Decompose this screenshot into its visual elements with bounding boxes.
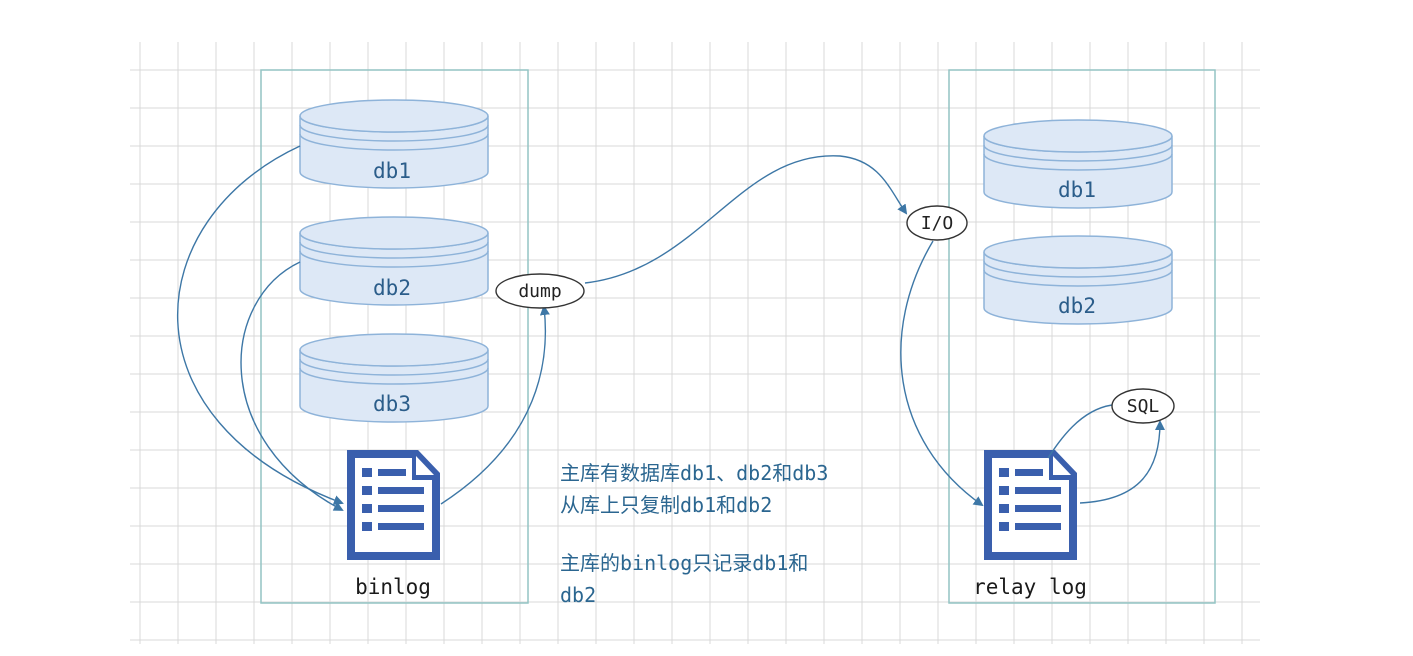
master-db3-cylinder: db3: [299, 333, 489, 423]
arrow-db2-to-binlog: [240, 261, 344, 511]
arrow-binlog-to-dump: [440, 305, 550, 505]
note-line-3: 主库的binlog只记录db1和: [560, 551, 808, 575]
arrow-relay-to-sql: [1079, 420, 1165, 504]
master-panel: [260, 69, 529, 604]
io-thread-node: I/O: [906, 205, 968, 241]
master-db3-label: db3: [373, 392, 411, 416]
slave-db1-label: db1: [1058, 178, 1096, 202]
binlog-document-icon: [347, 450, 440, 560]
master-db1-cylinder: db1: [299, 99, 489, 189]
arrow-io-to-relay-log: [900, 240, 984, 507]
slave-panel: [948, 69, 1216, 604]
line-relay-to-sql: [1047, 404, 1113, 459]
binlog-label: binlog: [355, 575, 431, 599]
note-line-4: db2: [560, 583, 596, 607]
slave-db1-cylinder: db1: [983, 119, 1173, 209]
note-line-1: 主库有数据库db1、db2和db3: [560, 461, 828, 485]
sql-label: SQL: [1127, 396, 1160, 417]
arrow-db1-to-binlog: [176, 145, 344, 505]
relay-log-label: relay log: [973, 575, 1087, 599]
dump-thread-node: dump: [495, 273, 585, 309]
master-db1-label: db1: [373, 159, 411, 183]
relay-log-document-icon: [984, 450, 1077, 560]
sql-thread-node: SQL: [1111, 388, 1175, 424]
master-db2-label: db2: [373, 276, 411, 300]
arrow-dump-to-io: [584, 155, 908, 284]
dump-label: dump: [518, 281, 561, 302]
io-label: I/O: [921, 213, 954, 234]
slave-db2-cylinder: db2: [983, 235, 1173, 325]
note-line-2: 从库上只复制db1和db2: [560, 493, 772, 517]
slave-db2-label: db2: [1058, 294, 1096, 318]
master-db2-cylinder: db2: [299, 216, 489, 306]
